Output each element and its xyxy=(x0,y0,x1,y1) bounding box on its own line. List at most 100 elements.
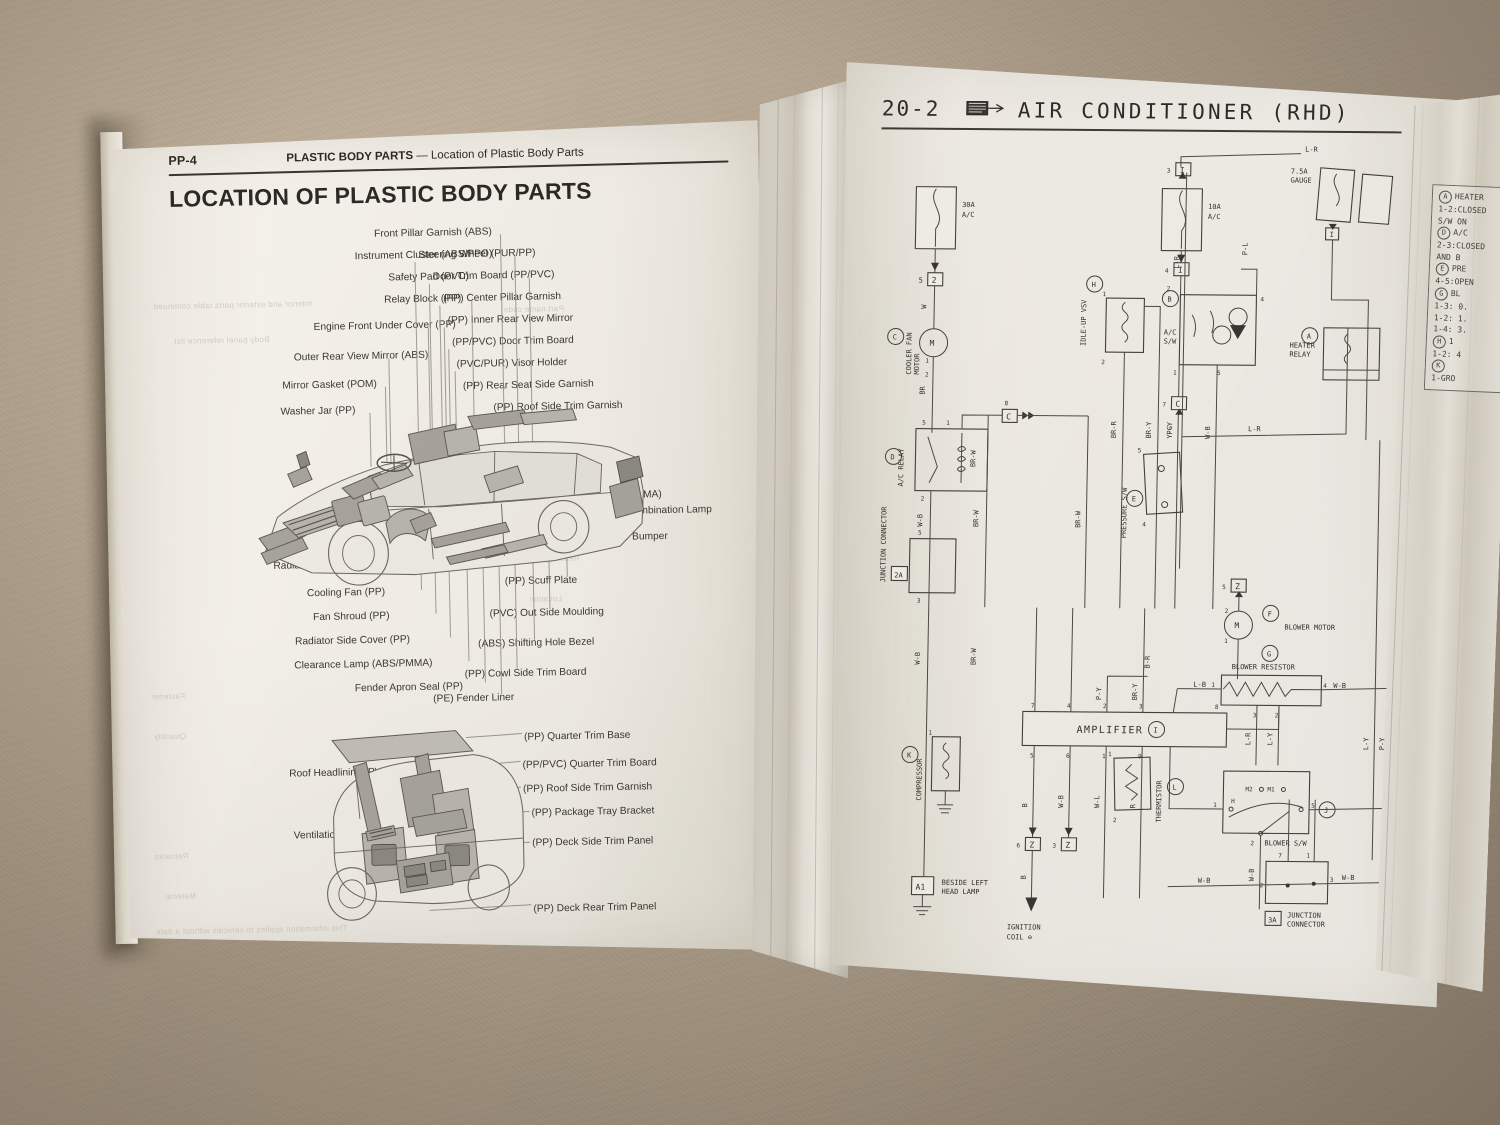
fuse-10a-rating: 10A xyxy=(1208,203,1222,211)
svg-text:E: E xyxy=(1132,495,1136,503)
svg-text:1: 1 xyxy=(1173,370,1177,377)
label-rear-seat-side-garnish: (PP) Rear Seat Side Garnish xyxy=(462,378,594,393)
label-radiator-side-cover: Radiator Side Cover (PP) xyxy=(294,634,411,648)
legend-ref-g: G xyxy=(1434,287,1449,301)
svg-text:M: M xyxy=(1234,621,1239,630)
svg-text:5: 5 xyxy=(919,277,923,285)
left-page-content: PP-4 PLASTIC BODY PARTS — Location of Pl… xyxy=(168,143,744,944)
amp-pin-1: 1 xyxy=(1102,753,1106,760)
svg-text:1: 1 xyxy=(1108,751,1112,758)
svg-text:5: 5 xyxy=(1222,584,1226,591)
svg-text:H: H xyxy=(1092,281,1096,289)
label-amplifier: AMPLIFIER xyxy=(1076,725,1143,737)
ground-ref: A1 xyxy=(916,883,926,892)
svg-text:8: 8 xyxy=(1004,400,1008,407)
label-safety-pad: Safety Pad (PVC) xyxy=(388,270,469,284)
label-heater-relay-1: HEATER xyxy=(1290,342,1316,350)
svg-text:W-B: W-B xyxy=(914,652,922,665)
legend-ref-d: D xyxy=(1437,226,1451,241)
svg-text:3: 3 xyxy=(1052,843,1056,850)
blower-pos-h: H xyxy=(1231,798,1235,805)
svg-text:L: L xyxy=(1172,784,1176,792)
svg-text:K: K xyxy=(907,752,912,760)
svg-text:4: 4 xyxy=(1260,296,1264,303)
section-header: 20-2 AIR CONDITIONER (RHD) xyxy=(881,96,1430,134)
label-relay-block: Relay Block (PP) xyxy=(384,293,462,306)
svg-text:2: 2 xyxy=(1113,817,1117,824)
svg-text:BR-Y: BR-Y xyxy=(1145,421,1153,439)
label-cowl-side-trim-board: (PP) Cowl Side Trim Board xyxy=(464,666,587,681)
legend-title-d: A/C xyxy=(1453,228,1469,238)
svg-text:3: 3 xyxy=(1167,168,1171,175)
label-blower-motor: BLOWER MOTOR xyxy=(1284,624,1336,632)
svg-text:7: 7 xyxy=(1162,402,1166,409)
label-beside-left-1: BESIDE LEFT xyxy=(942,879,989,887)
svg-text:B-R: B-R xyxy=(1144,655,1152,668)
label-ac-sw-1: A/C xyxy=(1164,329,1177,337)
svg-text:6: 6 xyxy=(1016,842,1020,849)
legend-title-e: PRE xyxy=(1451,264,1467,274)
svg-text:W-B: W-B xyxy=(1204,426,1212,439)
legend-ref-e: E xyxy=(1435,262,1450,277)
svg-text:W: W xyxy=(920,304,928,309)
label-door-trim-board-2: (PP/PVC) Door Trim Board xyxy=(451,334,574,349)
svg-text:3: 3 xyxy=(1330,877,1334,884)
legend-ref-a: A xyxy=(1438,190,1453,204)
fuse-75a-rating: 7.5A xyxy=(1291,168,1309,176)
page-folio: PP-4 xyxy=(168,153,198,168)
svg-text:5: 5 xyxy=(918,530,922,537)
amp-pin-4: 4 xyxy=(1067,703,1071,710)
svg-text:D: D xyxy=(890,453,894,461)
svg-text:P-Y: P-Y xyxy=(1166,421,1174,434)
label-ignition-coil-1: IGNITION xyxy=(1007,923,1041,931)
svg-text:Z: Z xyxy=(1065,841,1070,850)
svg-text:1: 1 xyxy=(1306,853,1310,860)
svg-text:3A: 3A xyxy=(1268,916,1277,924)
svg-text:BR: BR xyxy=(919,385,927,394)
amp-pin-2: 2 xyxy=(1103,703,1107,710)
label-shifting-hole-bezel: (ABS) Shifting Hole Bezel xyxy=(478,636,595,650)
amp-pin-5: 5 xyxy=(1030,753,1034,760)
svg-text:W-B: W-B xyxy=(1198,877,1211,885)
svg-text:A: A xyxy=(1307,333,1312,341)
section-rule xyxy=(881,127,1401,133)
svg-text:2: 2 xyxy=(921,496,925,503)
header-rule xyxy=(169,160,729,176)
label-ignition-coil-2: COIL ⊖ xyxy=(1007,933,1032,941)
svg-text:2A: 2A xyxy=(894,571,903,579)
svg-text:C: C xyxy=(1175,400,1180,409)
svg-text:C: C xyxy=(893,333,897,341)
svg-text:5: 5 xyxy=(1311,803,1315,810)
label-front-pillar-garnish: Front Pillar Garnish (ABS) xyxy=(374,226,492,240)
svg-text:W-B: W-B xyxy=(1342,874,1355,882)
label-outer-rear-view-mirror: Outer Rear View Mirror (ABS) xyxy=(293,349,429,364)
svg-text:BR-W: BR-W xyxy=(972,509,980,527)
svg-text:1: 1 xyxy=(928,730,932,737)
right-page: 20-2 AIR CONDITIONER (RHD) L-R xyxy=(829,62,1458,1017)
legend-ref-k: K xyxy=(1431,359,1446,374)
label-engine-front-under-cover: Engine Front Under Cover (PP) xyxy=(313,319,456,334)
label-fender-apron-seal: Fender Apron Seal (PP) xyxy=(354,681,464,695)
svg-text:B: B xyxy=(1020,875,1028,879)
svg-text:G: G xyxy=(1267,650,1271,658)
svg-text:I: I xyxy=(1330,231,1334,239)
svg-text:5: 5 xyxy=(922,420,926,427)
svg-text:CONNECTOR: CONNECTOR xyxy=(1287,921,1326,929)
svg-text:1: 1 xyxy=(925,358,929,365)
svg-text:2: 2 xyxy=(925,372,929,379)
label-beside-left-2: HEAD LAMP xyxy=(941,888,979,896)
svg-text:I: I xyxy=(1153,726,1157,734)
wire-code-l-r-top: L-R xyxy=(1305,146,1319,154)
svg-text:2: 2 xyxy=(932,276,937,285)
svg-text:2: 2 xyxy=(1225,608,1229,615)
svg-text:J: J xyxy=(1324,807,1328,815)
amp-pin-6: 6 xyxy=(1066,753,1070,760)
svg-text:L-R: L-R xyxy=(1244,732,1252,745)
label-ac-relay: A/C RELAY xyxy=(897,448,906,487)
legend-ref-h: H xyxy=(1432,334,1447,349)
section-title: AIR CONDITIONER (RHD) xyxy=(1017,98,1351,126)
svg-text:P-L: P-L xyxy=(1241,243,1249,256)
label-pressure-sw: PRESSURE S/W xyxy=(1120,487,1129,538)
svg-text:C: C xyxy=(1006,412,1011,421)
